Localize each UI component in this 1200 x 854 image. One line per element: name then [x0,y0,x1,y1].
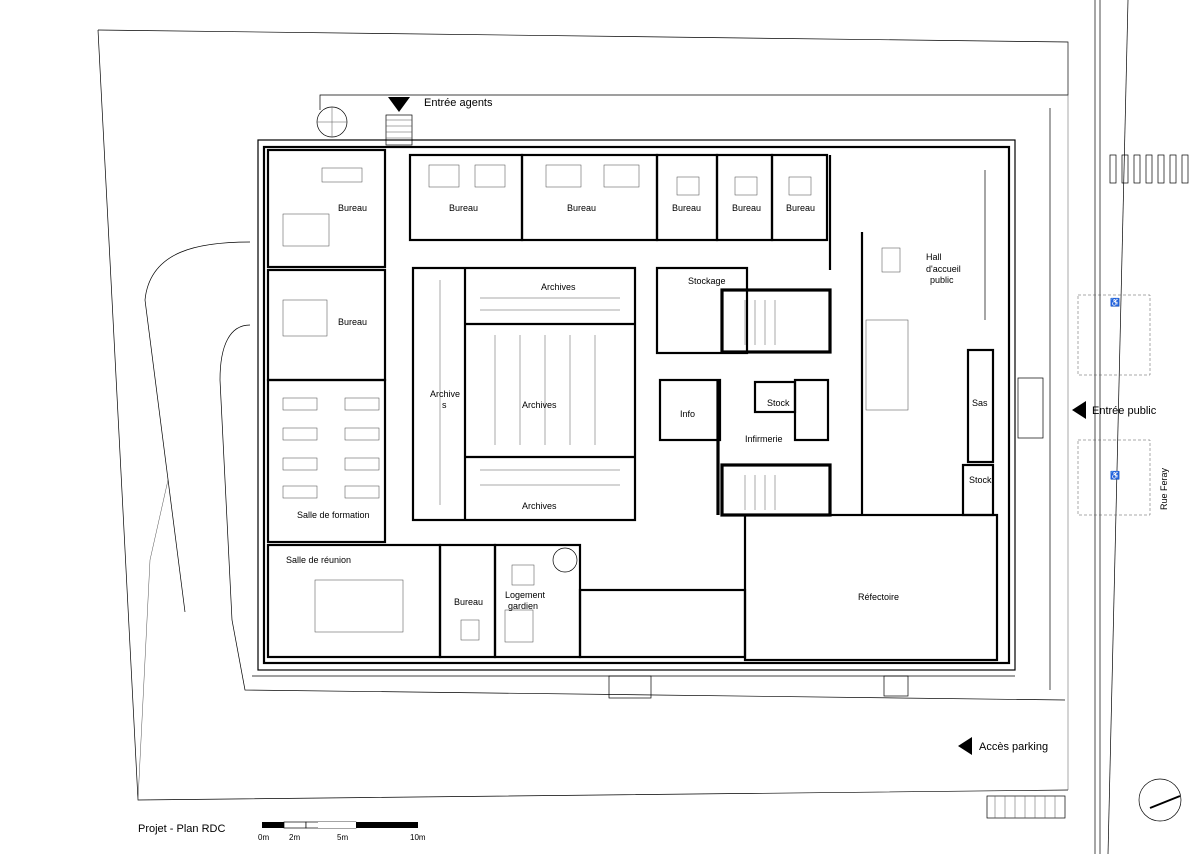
training-desks [282,397,380,499]
entrance-public-label: Entrée public [1092,405,1157,417]
archive-shelving [439,280,620,505]
room-hall-label: d'accueil [926,264,961,274]
room-logement-label: gardien [508,601,538,611]
room-stockage-label: Stockage [688,276,726,286]
room-bureau-label: Bureau [338,203,367,213]
room-stock-label: Stock [767,398,790,408]
room-bureau-label: Bureau [786,203,815,213]
room-sas-label: Sas [972,398,988,408]
room-archives-split-label: Archive [430,389,460,399]
entrance-arrow-down-icon [388,97,410,112]
stair-treads [744,300,776,510]
plan-title: Projet - Plan RDC [138,823,225,835]
room-stock-label: Stock [969,475,992,485]
room-refectoire-label: Réfectoire [858,592,899,602]
room-archives-label: Archives [541,282,576,292]
room-formation-label: Salle de formation [297,510,370,520]
lower-middle-rooms [493,513,999,662]
scale-label: 2m [289,833,300,842]
room-hall-label: Hall [926,252,942,262]
room-hall-label: public [930,275,954,285]
scale-bar: 0m 2m 5m 10m [258,821,426,842]
parking-spaces: ♿ ♿ [1077,294,1151,516]
exterior-stairs [316,106,1066,819]
accessible-parking-icon: ♿ [1110,470,1120,480]
room-bureau-label: Bureau [732,203,761,213]
room-labels: Bureau Bureau Bureau Bureau Bureau Burea… [286,203,992,611]
crosswalk [1109,154,1189,184]
parking-access-label: Accès parking [979,741,1048,753]
entrance-agents-label: Entrée agents [424,97,493,109]
scale-label: 5m [337,833,348,842]
public-hall [828,155,995,517]
room-archives-label: Archives [522,501,557,511]
entrance-arrow-left-icon [1072,401,1086,419]
left-rooms [266,268,497,659]
room-archives-label: Archives [522,400,557,410]
entrance-markers: Entrée agents Entrée public Accès parkin… [388,97,1157,755]
room-infirmerie-label: Infirmerie [745,434,783,444]
accessible-parking-icon: ♿ [1110,297,1120,307]
room-bureau-label: Bureau [672,203,701,213]
scale-label: 0m [258,833,269,842]
room-bureau-label: Bureau [567,203,596,213]
room-info-label: Info [680,409,695,419]
room-bureau-label: Bureau [449,203,478,213]
north-arrow-icon [1138,778,1182,822]
street-name: Rue Feray [1159,467,1169,510]
site-outline [97,29,1069,801]
room-reunion-label: Salle de réunion [286,555,351,565]
scale-label: 10m [410,833,426,842]
room-bureau-label: Bureau [338,317,367,327]
room-bureau-label: Bureau [454,597,483,607]
room-archives-split-label: s [442,400,447,410]
room-logement-label: Logement [505,590,546,600]
top-offices [266,148,829,269]
service-core [655,266,832,517]
archives-block [411,266,637,522]
parking-arrow-left-icon [958,737,972,755]
street: ♿ ♿ Rue Feray [1077,0,1189,854]
plan-footer: Projet - Plan RDC 0m 2m 5m 10m [138,821,426,842]
